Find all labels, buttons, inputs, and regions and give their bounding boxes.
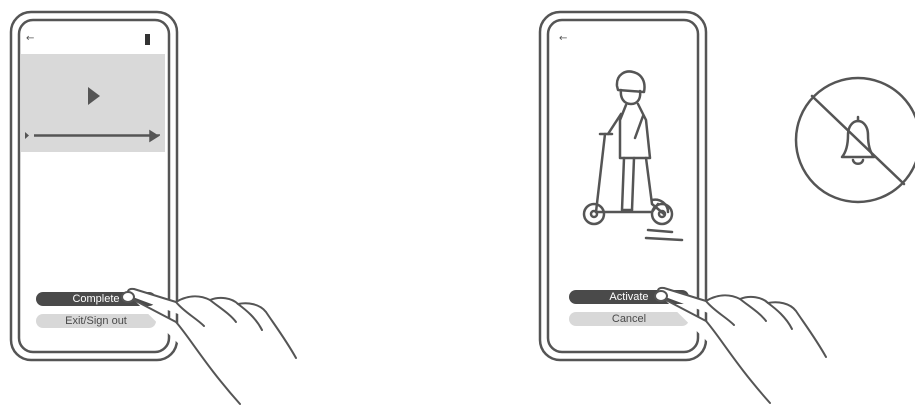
instruction-diagram: ← Complete Exit/Sign out ← [0,0,915,408]
bell-slash-icon [0,0,915,408]
